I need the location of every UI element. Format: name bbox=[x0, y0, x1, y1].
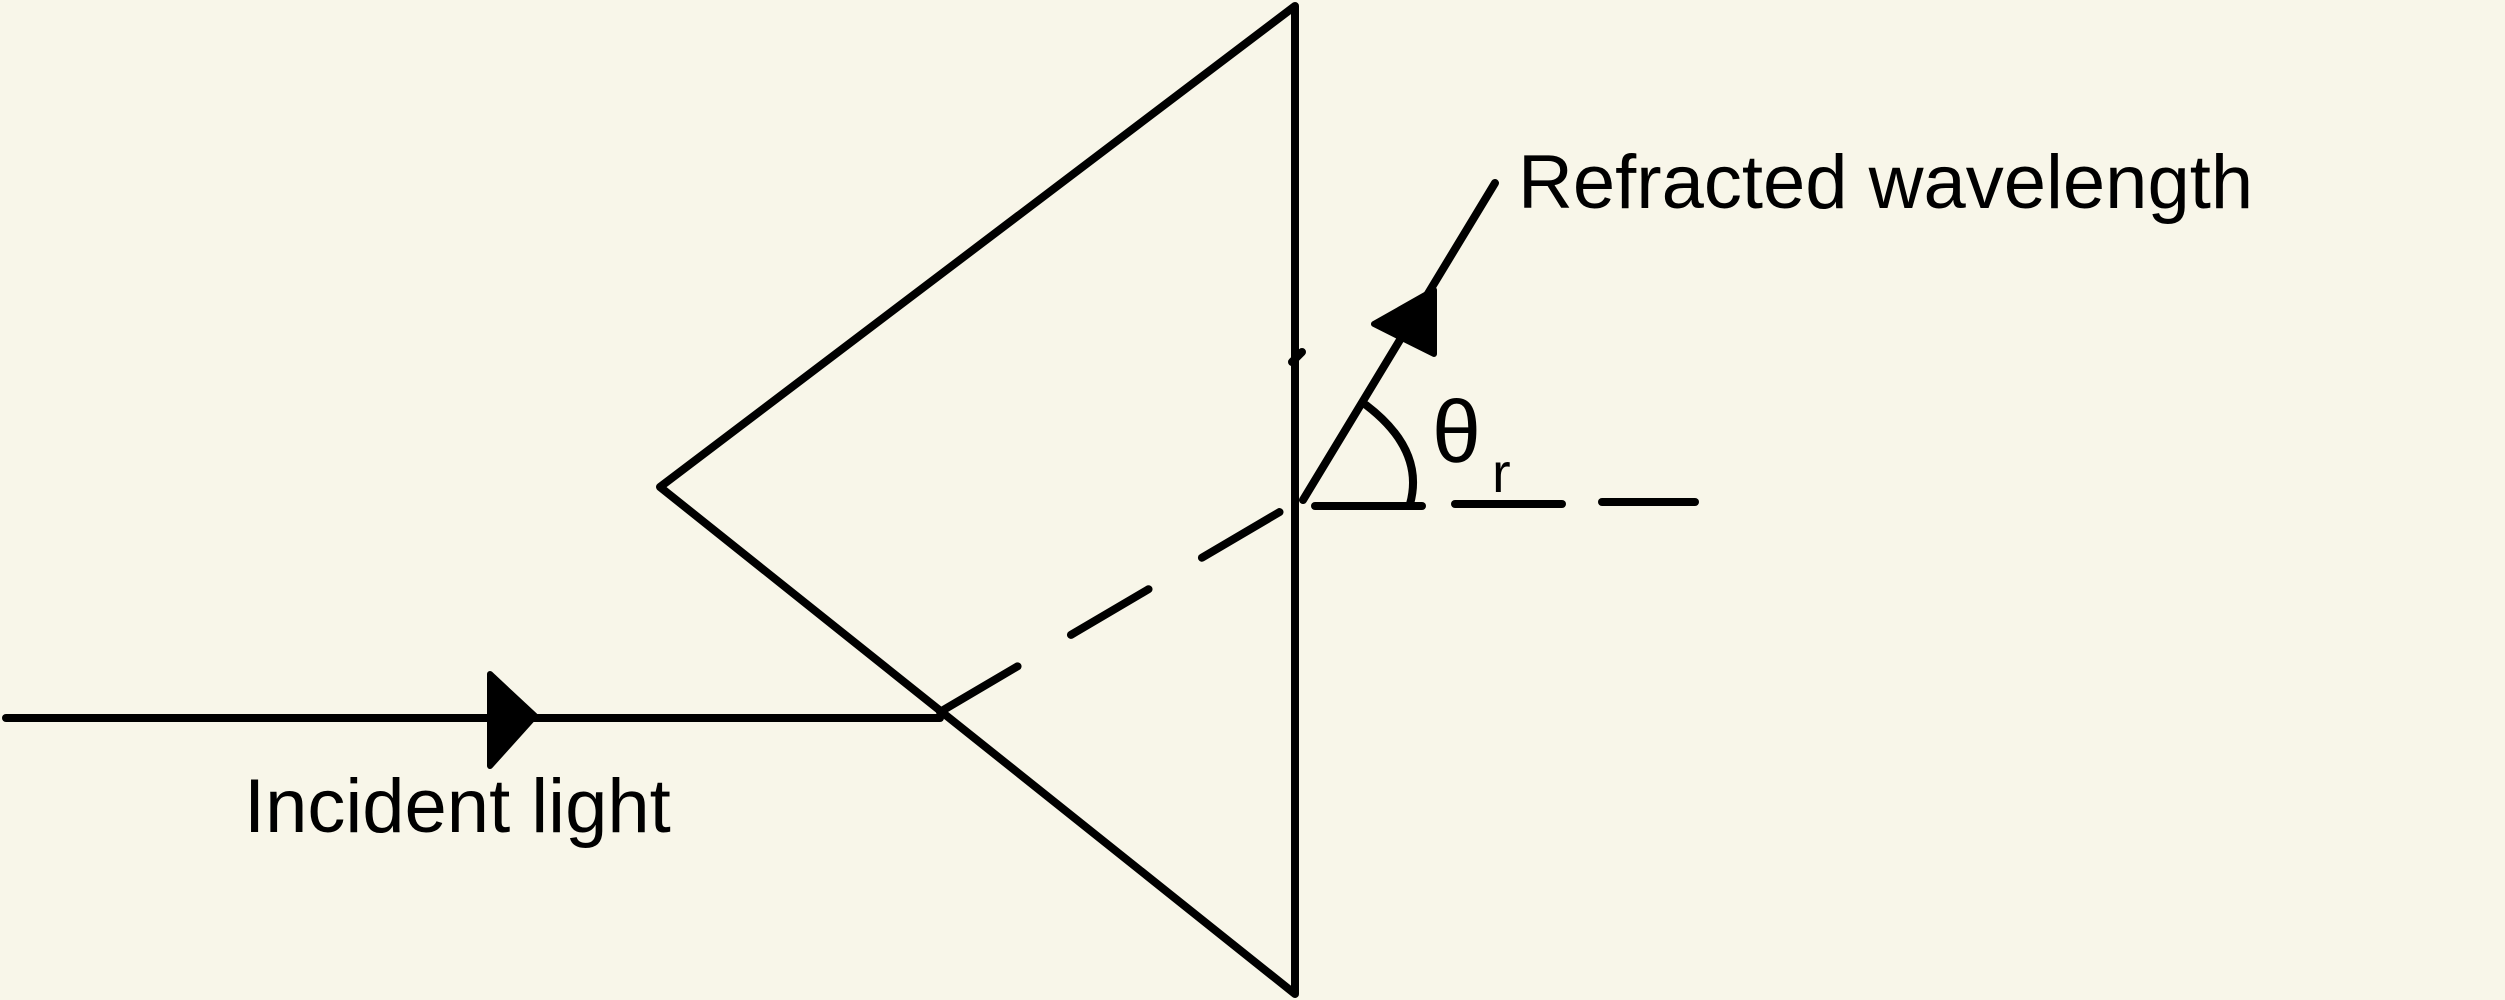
angle-subscript: r bbox=[1492, 441, 1511, 504]
prism bbox=[656, 2, 1299, 998]
refracted-ray bbox=[1299, 179, 1499, 504]
incident-light-label: Incident light bbox=[244, 764, 671, 849]
refracted-arrow-icon bbox=[1371, 287, 1437, 357]
angle-arc bbox=[1362, 401, 1417, 508]
angle-symbol: θ bbox=[1432, 382, 1481, 481]
incident-arrow-icon bbox=[487, 671, 538, 769]
surface-tick bbox=[1288, 348, 1306, 366]
refracted-wavelength-label: Refracted wavelength bbox=[1518, 140, 2253, 225]
internal-ray-dashed bbox=[936, 496, 1304, 716]
